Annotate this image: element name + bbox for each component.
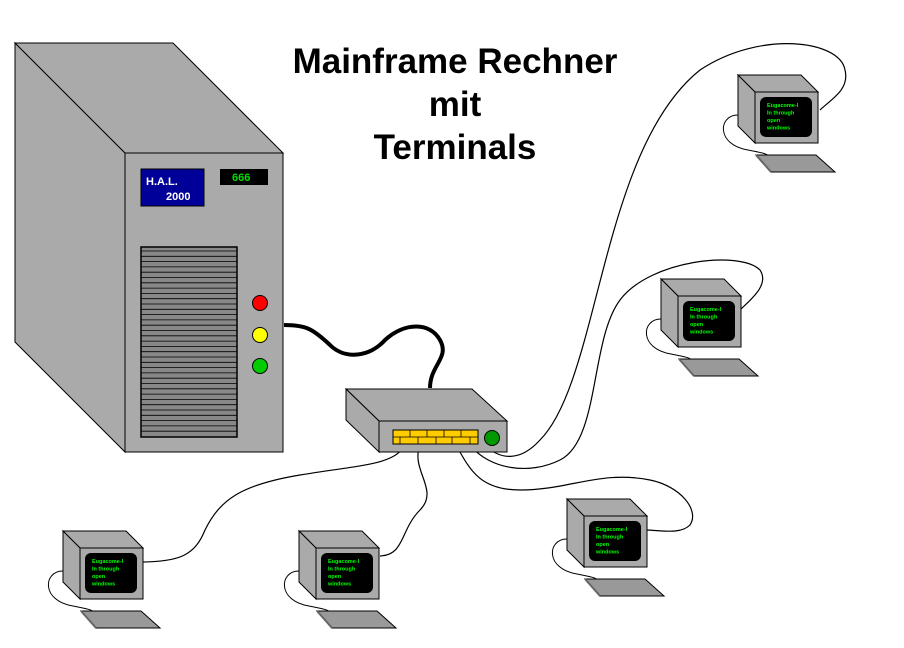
- keyboard-edge: [584, 578, 601, 597]
- screen-text-line: open: [767, 118, 781, 124]
- screen-text-line: open: [92, 574, 106, 580]
- hub-power-light: [484, 430, 500, 446]
- screen-text-line: In through: [596, 535, 624, 541]
- cables: [139, 43, 847, 563]
- monitor-screen: [760, 97, 812, 137]
- mainframe-label-line1: H.A.L.: [146, 176, 178, 188]
- cable-to-terminal-middle-right: [469, 259, 764, 470]
- mainframe-vent-grille: [140, 246, 238, 438]
- screen-text-line: windows: [689, 330, 713, 336]
- mainframe-hub-cable: [283, 323, 445, 389]
- screen-text-line: In through: [92, 567, 120, 573]
- screen-text-line: open: [596, 542, 610, 548]
- keyboard-edge: [678, 358, 695, 377]
- screen-text-line: Eugacome-l: [92, 559, 124, 565]
- screen-text-line: Eugacome-l: [690, 307, 722, 313]
- screen-text-line: windows: [91, 582, 115, 588]
- mainframe-display: [220, 169, 268, 185]
- mainframe-tower: H.A.L. 2000 666: [13, 41, 285, 454]
- screen-text-line: Eugacome-l: [596, 527, 628, 533]
- hub-port-dividers: [393, 430, 478, 444]
- cable-to-terminal-bc: [379, 444, 428, 557]
- cable-to-terminal-top-right: [484, 43, 847, 457]
- screen-text-line: In through: [767, 111, 795, 117]
- mainframe-label-line2: 2000: [166, 191, 190, 203]
- screen-text-line: windows: [766, 126, 790, 132]
- screen-text-line: open: [328, 574, 342, 580]
- mainframe-label-panel: [140, 168, 205, 207]
- monitor-screen: [589, 521, 641, 561]
- red-light: [252, 295, 268, 311]
- keyboard-edge: [316, 610, 333, 629]
- monitor-screen: [321, 553, 373, 593]
- terminals: Eugacome-lIn throughopenwindowsEugacome-…: [48, 73, 837, 629]
- title-line-1: Mainframe Rechner: [292, 42, 618, 81]
- cable-to-terminal-bl: [139, 444, 406, 563]
- screen-text-line: In through: [328, 567, 356, 573]
- vent-slats: [141, 250, 237, 432]
- screen-text-line: Eugacome-l: [767, 103, 799, 109]
- yellow-light: [252, 327, 268, 343]
- monitor-screen: [85, 553, 137, 593]
- screen-text-line: windows: [327, 582, 351, 588]
- screen-text-line: windows: [595, 550, 619, 556]
- network-hub: [344, 387, 509, 454]
- monitor-screen: [683, 301, 735, 341]
- keyboard-edge: [80, 610, 97, 629]
- title-line-2: mit: [428, 85, 482, 124]
- keyboard-edge: [755, 154, 772, 173]
- screen-text-line: open: [690, 322, 704, 328]
- title-line-3: Terminals: [373, 128, 537, 167]
- screen-text-line: In through: [690, 315, 718, 321]
- cable-to-terminal-bcr: [455, 444, 694, 532]
- mainframe-display-value: 666: [232, 172, 250, 184]
- green-light: [252, 358, 268, 374]
- screen-text-line: Eugacome-l: [328, 559, 360, 565]
